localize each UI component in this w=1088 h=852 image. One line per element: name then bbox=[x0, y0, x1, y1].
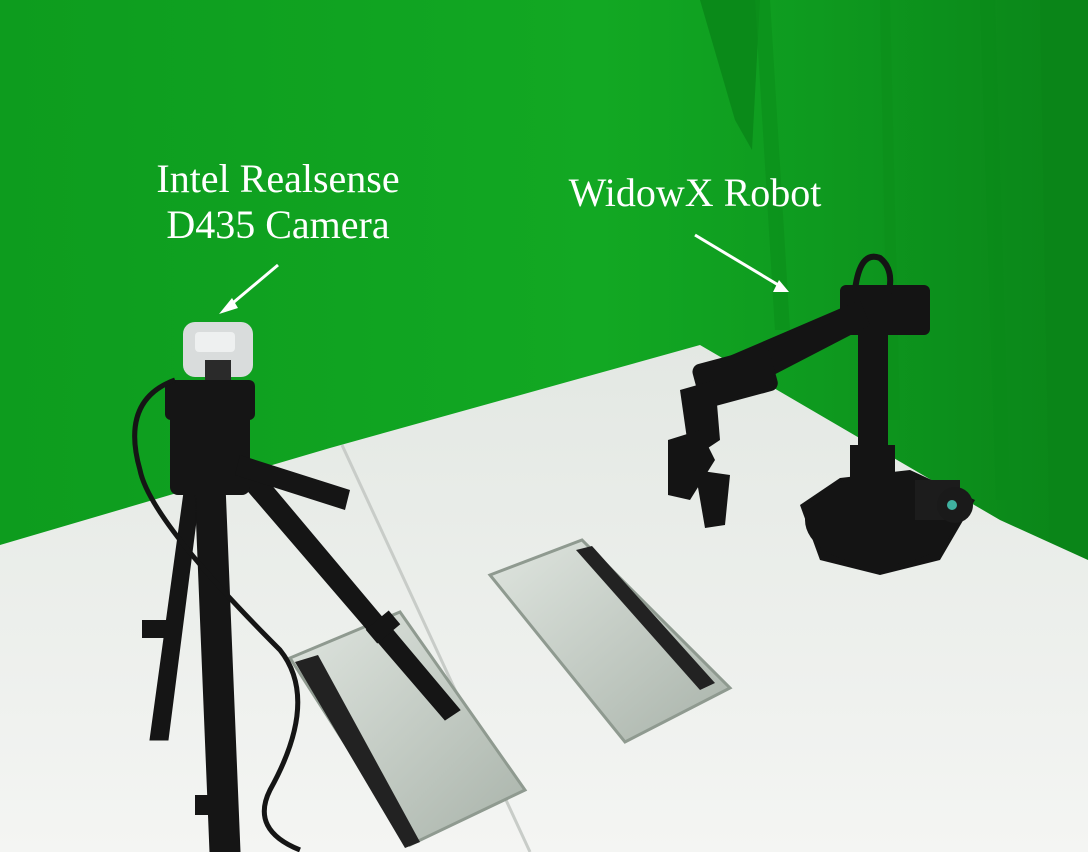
camera-arrow bbox=[219, 263, 279, 314]
camera-annotation-label: Intel Realsense D435 Camera bbox=[128, 156, 428, 248]
camera-label-line2: D435 Camera bbox=[166, 202, 390, 247]
robot-annotation-label: WidowX Robot bbox=[568, 170, 822, 215]
widowx-robot bbox=[668, 253, 975, 575]
robot-arrow bbox=[694, 233, 789, 292]
camera-label-line1: Intel Realsense bbox=[156, 156, 400, 201]
table-slot-left bbox=[287, 610, 528, 848]
table-slot-right bbox=[487, 538, 733, 744]
camera-tripod bbox=[132, 377, 461, 852]
realsense-camera bbox=[183, 322, 253, 380]
